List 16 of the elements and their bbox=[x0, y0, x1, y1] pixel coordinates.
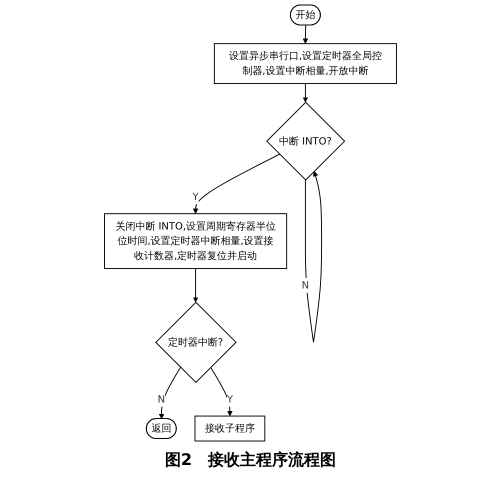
arrow bbox=[302, 83, 308, 103]
node-diamond: 中断 INTO? bbox=[266, 102, 346, 181]
node-box: 设置异步串行口,设置定时器全局控制器,设置中断相量,开放中断 bbox=[214, 43, 397, 84]
arrow bbox=[302, 24, 308, 44]
arrow bbox=[192, 154, 280, 214]
arrow bbox=[192, 268, 198, 302]
edge-label: Y bbox=[192, 190, 199, 202]
arrow bbox=[304, 171, 322, 343]
edge-label: N bbox=[158, 392, 166, 405]
edge-label: Y bbox=[226, 392, 233, 405]
caption: 图2 接收主程序流程图 bbox=[164, 449, 336, 471]
arrow bbox=[210, 366, 233, 416]
node-diamond: 定时器中断? bbox=[155, 302, 237, 384]
edge-label: N bbox=[302, 279, 310, 292]
node-box: 关闭中断 INTO,设置周期寄存器半位位时间,设置定时器中断相量,设置接收计数器,定时器复位并启动 bbox=[104, 213, 288, 270]
node-box: 接收子程序 bbox=[194, 416, 266, 442]
